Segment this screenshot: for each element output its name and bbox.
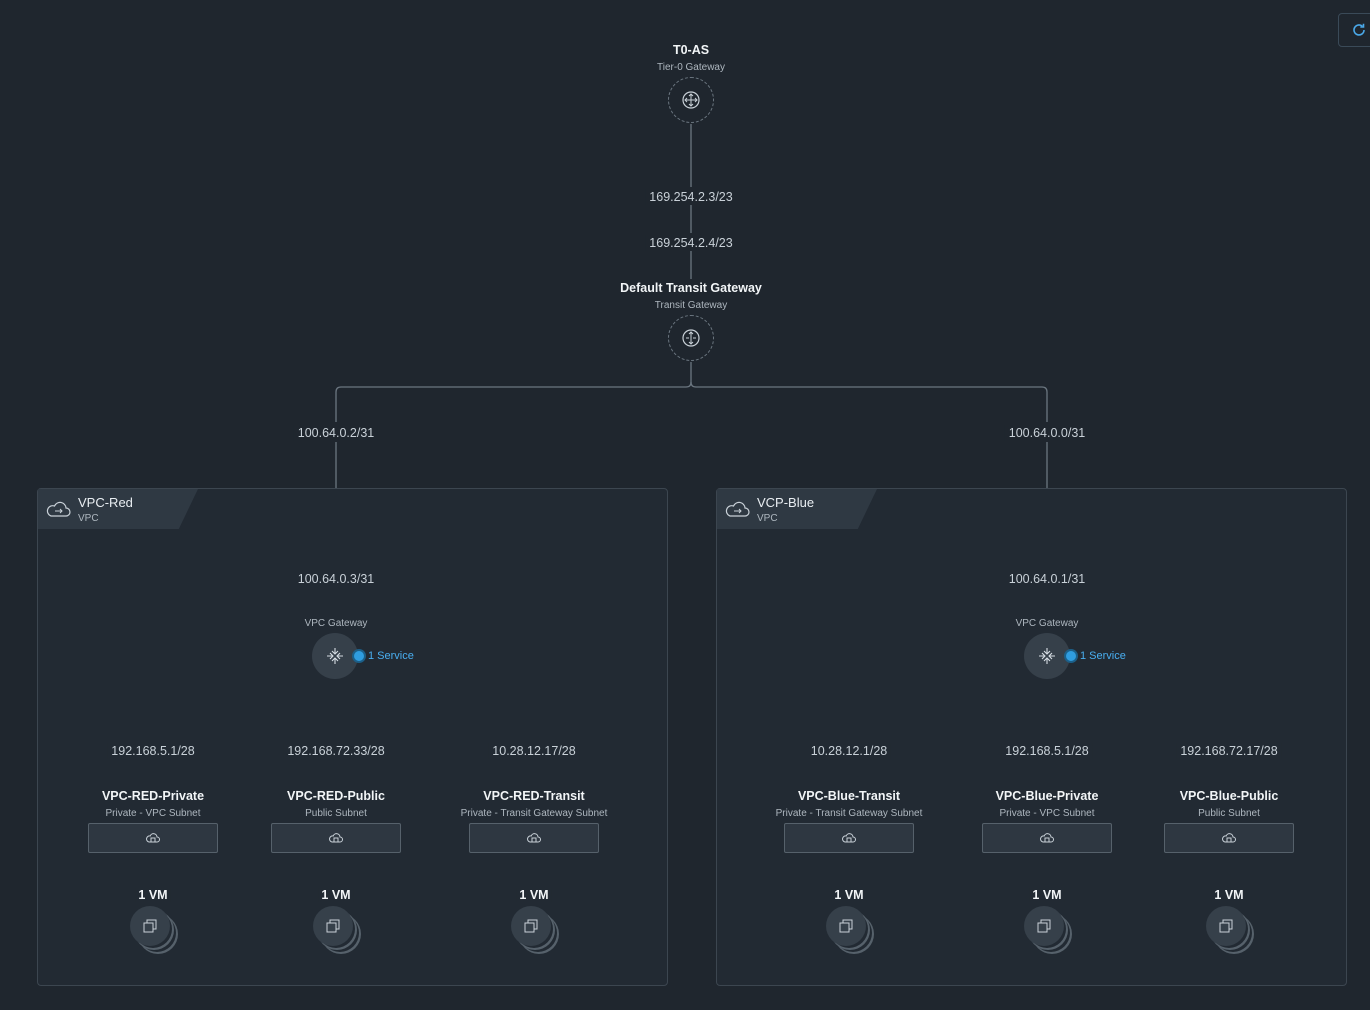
vm-icon	[1219, 919, 1233, 933]
vm-icon	[524, 919, 538, 933]
vcp-blue-subnet-2-name[interactable]: VPC-Blue-Private	[995, 789, 1099, 803]
subnet-icon	[146, 833, 160, 843]
vpc-red-container: VPC-Red VPC	[37, 488, 668, 986]
vpc-red-subnet-2-type: Public Subnet	[305, 808, 367, 819]
tier0-type: Tier-0 Gateway	[657, 62, 725, 73]
vpc-red-gateway-label: VPC Gateway	[304, 618, 368, 629]
vpc-red-subnet-1-vm-count: 1 VM	[135, 888, 171, 902]
vpc-red-subnet-1-name[interactable]: VPC-RED-Private	[101, 789, 205, 803]
gateway-icon	[682, 91, 700, 109]
subnet-icon	[1222, 833, 1236, 843]
vcp-blue-header[interactable]: VCP-Blue VPC	[717, 489, 877, 529]
vpc-cloud-icon	[46, 501, 71, 517]
vcp-blue-subnet-2-node[interactable]	[982, 823, 1112, 853]
vpc-red-subnet-2-name[interactable]: VPC-RED-Public	[287, 789, 385, 803]
vpc-red-subnet-1-type: Private - VPC Subnet	[105, 808, 201, 819]
vpc-red-subnet-1-node[interactable]	[88, 823, 218, 853]
subnet-icon	[842, 833, 856, 843]
t0-uplink-ip: 169.254.2.3/23	[645, 189, 737, 205]
vpc-red-subnet-3-ip: 10.28.12.17/28	[488, 743, 580, 759]
vcp-blue-subnet-2-vm-count: 1 VM	[1029, 888, 1065, 902]
vcp-blue-subnet-3-ip: 192.168.72.17/28	[1176, 743, 1282, 759]
transit-gateway-name[interactable]: Default Transit Gateway	[620, 281, 762, 295]
vpc-red-header[interactable]: VPC-Red VPC	[38, 489, 198, 529]
vpc-red-type: VPC	[78, 513, 99, 524]
vcp-blue-subnet-1-vm-count: 1 VM	[831, 888, 867, 902]
vpc-red-gateway-node[interactable]	[312, 633, 358, 679]
tier0-name[interactable]: T0-AS	[672, 43, 710, 57]
vpc-red-subnet-3-vm-count: 1 VM	[516, 888, 552, 902]
vpc-red-subnet-2-vm-count: 1 VM	[318, 888, 354, 902]
vpc-red-transit-ip: 100.64.0.2/31	[293, 425, 379, 441]
refresh-button[interactable]	[1338, 13, 1370, 47]
vcp-blue-type: VPC	[757, 513, 778, 524]
vpc-red-subnet-2-vm-node[interactable]	[313, 906, 353, 946]
vcp-blue-subnet-3-name[interactable]: VPC-Blue-Public	[1179, 789, 1279, 803]
transit-gateway-type: Transit Gateway	[654, 300, 728, 311]
vpc-red-subnet-3-name[interactable]: VPC-RED-Transit	[483, 789, 585, 803]
vcp-blue-gateway-ip: 100.64.0.1/31	[1004, 571, 1090, 587]
transit-gateway-icon	[682, 329, 700, 347]
vcp-blue-gateway-label: VPC Gateway	[1015, 618, 1079, 629]
vpc-red-gateway-ip: 100.64.0.3/31	[293, 571, 379, 587]
service-status-icon	[354, 651, 364, 661]
tier0-gateway-node[interactable]	[668, 77, 714, 123]
vpc-red-subnet-3-type: Private - Transit Gateway Subnet	[460, 808, 608, 819]
vcp-blue-subnet-1-ip: 10.28.12.1/28	[806, 743, 892, 759]
vm-icon	[839, 919, 853, 933]
vcp-blue-transit-ip: 100.64.0.0/31	[1004, 425, 1090, 441]
subnet-icon	[527, 833, 541, 843]
vcp-blue-subnet-2-vm-node[interactable]	[1024, 906, 1064, 946]
vcp-blue-subnet-3-type: Public Subnet	[1198, 808, 1260, 819]
vpc-red-service-badge[interactable]: 1 Service	[354, 650, 414, 662]
vpc-red-subnet-2-node[interactable]	[271, 823, 401, 853]
vcp-blue-subnet-1-name[interactable]: VPC-Blue-Transit	[797, 789, 901, 803]
vcp-blue-subnet-3-node[interactable]	[1164, 823, 1294, 853]
service-status-icon	[1066, 651, 1076, 661]
vcp-blue-subnet-1-vm-node[interactable]	[826, 906, 866, 946]
vcp-blue-subnet-2-type: Private - VPC Subnet	[999, 808, 1095, 819]
vcp-blue-subnet-3-vm-node[interactable]	[1206, 906, 1246, 946]
vpc-red-subnet-1-vm-node[interactable]	[130, 906, 170, 946]
vcp-blue-subnet-2-ip: 192.168.5.1/28	[1001, 743, 1093, 759]
vpc-red-subnet-3-vm-node[interactable]	[511, 906, 551, 946]
vcp-blue-subnet-3-vm-count: 1 VM	[1211, 888, 1247, 902]
vm-icon	[326, 919, 340, 933]
vpc-cloud-icon	[725, 501, 750, 517]
vm-icon	[143, 919, 157, 933]
vpc-red-subnet-1-ip: 192.168.5.1/28	[107, 743, 199, 759]
vpc-red-name: VPC-Red	[78, 495, 133, 510]
subnet-icon	[329, 833, 343, 843]
subnet-icon	[1040, 833, 1054, 843]
vpc-red-subnet-2-ip: 192.168.72.33/28	[283, 743, 389, 759]
transit-gateway-node[interactable]	[668, 315, 714, 361]
vpc-red-subnet-3-node[interactable]	[469, 823, 599, 853]
vcp-blue-subnet-1-node[interactable]	[784, 823, 914, 853]
transit-uplink-ip: 169.254.2.4/23	[645, 235, 737, 251]
vpc-gateway-icon	[1039, 648, 1055, 664]
vcp-blue-subnet-1-type: Private - Transit Gateway Subnet	[775, 808, 923, 819]
vcp-blue-name: VCP-Blue	[757, 495, 815, 510]
refresh-icon	[1353, 23, 1365, 36]
vcp-blue-service-label: 1 Service	[1080, 650, 1126, 662]
vcp-blue-service-badge[interactable]: 1 Service	[1066, 650, 1126, 662]
vm-icon	[1037, 919, 1051, 933]
vpc-red-service-label: 1 Service	[368, 650, 414, 662]
vpc-gateway-icon	[327, 648, 343, 664]
vcp-blue-gateway-node[interactable]	[1024, 633, 1070, 679]
